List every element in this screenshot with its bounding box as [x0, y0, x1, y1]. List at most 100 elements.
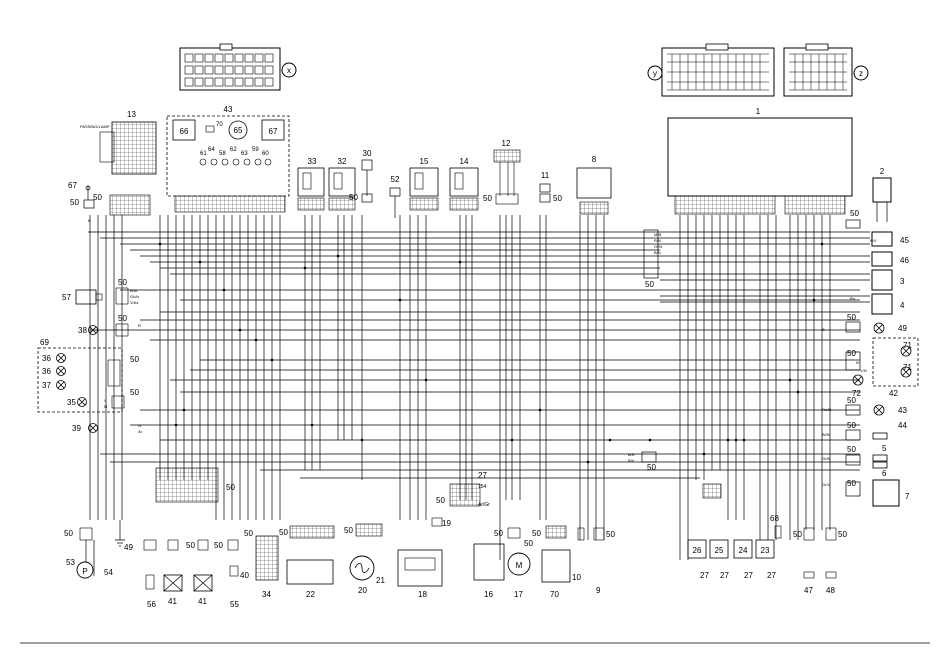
wire-code-12: V [104, 398, 107, 403]
label-50-52: 50 [64, 529, 73, 538]
label-61: 62 [230, 147, 237, 153]
label-57: 58 [219, 151, 226, 157]
component-12: 12 50 [483, 139, 521, 205]
component-44: 45 [871, 231, 909, 247]
wire-56-b: Gi/Ar [130, 294, 140, 299]
label-50-20: 50 [344, 526, 353, 535]
component-2: 2 [872, 167, 892, 222]
component-4: 4 [871, 293, 905, 315]
label-51: 52 [391, 175, 400, 184]
wire-code-15: G [138, 423, 141, 428]
wire-ar-gr: Ar/Gr [478, 502, 490, 508]
wire-trunks [89, 215, 831, 560]
component-22: 22 50 [279, 525, 335, 599]
label-29: 27 [478, 471, 487, 480]
dashboard-42: 43 66 67 65 70 61 64 58 62 63 59 60 [166, 105, 290, 213]
wire-bus [88, 231, 870, 479]
label-64: 65 [234, 126, 243, 135]
label-50-34: 50 [130, 388, 139, 397]
label-56: 57 [62, 293, 71, 302]
label-73: 72 [852, 389, 861, 398]
component-46: 50 47 [793, 527, 815, 595]
motor-17: M 17 50 50 [494, 527, 533, 599]
wire-code-8: Gr/N [822, 456, 831, 461]
battery-18: 18 [397, 549, 443, 599]
label-25: 25 [715, 546, 724, 555]
label-50-39: 50 [214, 541, 223, 550]
label-50-g: 50 [847, 479, 856, 488]
label-38: 39 [72, 424, 81, 433]
label-70: 70 [550, 590, 559, 599]
relay-23: 23 27 [755, 539, 776, 580]
label-3: 3 [900, 277, 905, 286]
label-50-h: 50 [645, 280, 654, 289]
component-39: 40 55 50 [214, 539, 249, 609]
component-51: 52 [389, 175, 401, 218]
label-32: 33 [308, 157, 317, 166]
label-13: 13 [127, 110, 136, 119]
label-22: 22 [306, 590, 315, 599]
label-21: 21 [376, 576, 385, 585]
label-50-70: 50 [532, 529, 541, 538]
label-9: 9 [596, 586, 601, 595]
label-33: 34 [262, 590, 271, 599]
label-31: 32 [338, 157, 347, 166]
label-40a: 41 [168, 597, 177, 606]
switch-32: 33 [297, 157, 325, 211]
component-9: 50 9 [593, 527, 615, 595]
injector-40b: 41 [193, 539, 213, 606]
label-67: 67 [68, 181, 77, 190]
component-47: 50 48 [825, 527, 847, 595]
connector-bank-50 [155, 467, 219, 503]
label-45: 46 [900, 256, 909, 265]
label-50-12: 50 [483, 194, 492, 203]
wire-code-4: B/N [654, 250, 661, 255]
component-55: 56 [143, 539, 156, 609]
component-45: 46 [871, 251, 909, 267]
wire-code-20: N [856, 360, 859, 365]
wire-code-19: V/N [860, 368, 867, 373]
label-50-67: 50 [70, 198, 79, 207]
label-27a: 27 [700, 571, 709, 580]
wire-codes: M/N R/N Gi/N B/N B Ro/N Bi/N Gr/N Gr/V B… [104, 232, 877, 487]
label-14: 14 [460, 157, 469, 166]
label-60: 61 [200, 151, 207, 157]
label-18: 18 [418, 590, 427, 599]
component-8: 8 [576, 155, 612, 215]
wire-code-3: Gi/N [654, 244, 662, 249]
label-46: 47 [804, 586, 813, 595]
label-26: 26 [693, 546, 702, 555]
component-33: 34 50 [244, 529, 279, 599]
label-50-bank: 50 [226, 483, 235, 492]
switch-31: 32 [328, 157, 356, 211]
label-65: 66 [180, 127, 189, 136]
label-8: 8 [592, 155, 597, 164]
ground-49: 49 [115, 520, 133, 552]
label-50-b: 50 [847, 313, 856, 322]
label-20: 20 [358, 586, 367, 595]
label-41: 42 [889, 389, 898, 398]
label-50-46: 50 [793, 530, 802, 539]
label-35b: 36 [42, 367, 51, 376]
label-30: 30 [363, 149, 372, 158]
label-23: 23 [761, 546, 770, 555]
wire-code-1: M/N [654, 232, 661, 237]
switch-14: 14 [449, 157, 479, 211]
component-68: 68 [770, 514, 782, 539]
label-50-a: 50 [850, 209, 859, 218]
label-12: 12 [502, 139, 511, 148]
component-16: 16 [473, 543, 505, 599]
wire-56-c: V/Az [130, 300, 138, 305]
label-69: 69 [40, 338, 49, 347]
label-62: 63 [241, 151, 248, 157]
relay-25: 25 27 [709, 539, 729, 580]
connector-x-label: x [287, 66, 291, 75]
wire-code-16: Ar [138, 429, 143, 434]
component-67: 67 50 B [68, 181, 95, 223]
label-55: 56 [147, 600, 156, 609]
label-50-i: 50 [647, 463, 656, 472]
label-42-right: 43 [898, 406, 907, 415]
label-63: 64 [208, 147, 215, 153]
label-15: 15 [420, 157, 429, 166]
